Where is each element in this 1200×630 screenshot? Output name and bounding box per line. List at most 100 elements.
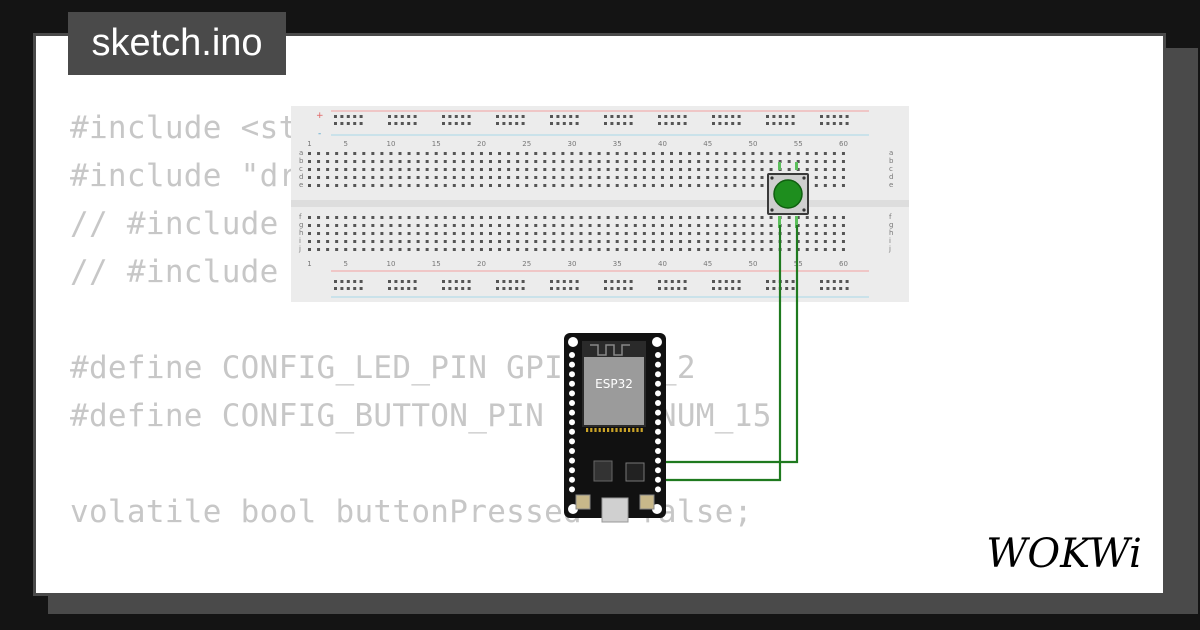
- code-line-7: #define CONFIG_BUTTON_PIN GPIO_NUM_15: [70, 398, 772, 434]
- module-pad: [636, 428, 639, 432]
- grid-hole: [615, 184, 619, 187]
- esp32-pin[interactable]: [569, 361, 575, 368]
- file-tab[interactable]: sketch.ino: [68, 12, 286, 75]
- rail-hole: [346, 280, 350, 283]
- rail-hole: [629, 115, 633, 118]
- esp32-pin[interactable]: [655, 361, 661, 368]
- grid-hole: [317, 168, 321, 171]
- grid-hole: [380, 152, 384, 155]
- button-cap[interactable]: [773, 179, 803, 209]
- grid-hole: [814, 248, 818, 251]
- esp32-pin[interactable]: [569, 380, 575, 387]
- esp32-pin[interactable]: [569, 438, 575, 445]
- esp32-pin[interactable]: [655, 457, 661, 464]
- grid-hole: [407, 184, 411, 187]
- grid-hole: [679, 152, 683, 155]
- esp32-pin[interactable]: [569, 352, 575, 358]
- grid-hole: [751, 184, 755, 187]
- grid-hole: [335, 248, 339, 251]
- esp32-pin[interactable]: [655, 371, 661, 378]
- grid-hole: [543, 216, 547, 219]
- grid-hole: [733, 160, 737, 163]
- grid-hole: [398, 160, 402, 163]
- esp32-pin[interactable]: [569, 409, 575, 416]
- rail-hole: [712, 115, 715, 118]
- esp32-pin[interactable]: [569, 486, 575, 493]
- usb-port[interactable]: [601, 497, 629, 523]
- grid-hole: [660, 152, 664, 155]
- grid-hole: [597, 160, 601, 163]
- code-line-9: volatile bool buttonPressed = false;: [70, 494, 753, 530]
- esp32-pin[interactable]: [655, 428, 661, 435]
- grid-hole: [670, 152, 673, 155]
- column-number: 55: [794, 140, 803, 148]
- grid-hole: [832, 216, 836, 219]
- grid-hole: [398, 152, 402, 155]
- esp32-pin[interactable]: [569, 390, 575, 397]
- grid-hole: [751, 224, 755, 227]
- esp32-pin[interactable]: [569, 419, 575, 426]
- grid-hole: [642, 160, 646, 163]
- grid-hole: [606, 240, 610, 243]
- esp32-pin[interactable]: [569, 457, 575, 464]
- grid-hole: [525, 160, 529, 163]
- module-pad: [586, 428, 589, 432]
- grid-hole: [742, 248, 746, 251]
- esp32-label: ESP32: [595, 377, 633, 391]
- rail-hole: [724, 280, 728, 283]
- rail-hole: [550, 280, 553, 283]
- rail-hole: [610, 280, 614, 283]
- grid-hole: [805, 160, 809, 163]
- esp32-pin[interactable]: [569, 448, 575, 454]
- grid-hole: [570, 168, 574, 171]
- grid-hole: [335, 176, 339, 179]
- esp32-pin[interactable]: [655, 476, 661, 483]
- grid-hole: [706, 240, 710, 243]
- row-letter: b: [889, 157, 894, 165]
- grid-hole: [706, 184, 710, 187]
- esp32-pin[interactable]: [655, 380, 661, 387]
- grid-hole: [633, 168, 637, 171]
- grid-hole: [398, 232, 402, 235]
- grid-hole: [398, 216, 402, 219]
- esp32-pin[interactable]: [655, 400, 661, 406]
- esp32-pin[interactable]: [569, 428, 575, 435]
- pushbutton[interactable]: [767, 162, 809, 228]
- grid-hole: [570, 152, 574, 155]
- grid-hole: [498, 224, 502, 227]
- rail-hole: [400, 122, 404, 125]
- grid-hole: [579, 232, 583, 235]
- esp32-pin[interactable]: [655, 467, 661, 474]
- grid-hole: [479, 248, 483, 251]
- esp32-pin[interactable]: [569, 476, 575, 483]
- grid-hole: [606, 168, 610, 171]
- grid-hole: [715, 248, 719, 251]
- esp32-pin[interactable]: [655, 438, 661, 445]
- esp32-pin[interactable]: [569, 400, 575, 406]
- esp32-pin[interactable]: [655, 486, 661, 493]
- rail-hole: [346, 115, 350, 118]
- grid-hole: [507, 240, 511, 243]
- grid-hole: [353, 232, 357, 235]
- grid-hole: [679, 168, 683, 171]
- grid-hole: [416, 248, 420, 251]
- esp32-pin[interactable]: [569, 371, 575, 378]
- grid-hole: [552, 176, 556, 179]
- esp32-pin[interactable]: [655, 352, 661, 358]
- grid-hole: [479, 240, 483, 243]
- esp32-pin[interactable]: [655, 409, 661, 416]
- grid-hole: [697, 240, 701, 243]
- esp32-pin[interactable]: [655, 390, 661, 397]
- rail-hole: [839, 115, 843, 118]
- esp32-pin[interactable]: [569, 467, 575, 474]
- rail-hole: [388, 287, 391, 290]
- esp32-pin[interactable]: [655, 448, 661, 454]
- grid-hole: [380, 240, 384, 243]
- code-line-5: [70, 296, 942, 344]
- esp32-pin[interactable]: [655, 419, 661, 426]
- grid-hole: [434, 224, 438, 227]
- grid-hole: [344, 248, 348, 251]
- grid-hole: [760, 184, 764, 187]
- grid-hole: [416, 232, 420, 235]
- rail-hole: [515, 115, 519, 118]
